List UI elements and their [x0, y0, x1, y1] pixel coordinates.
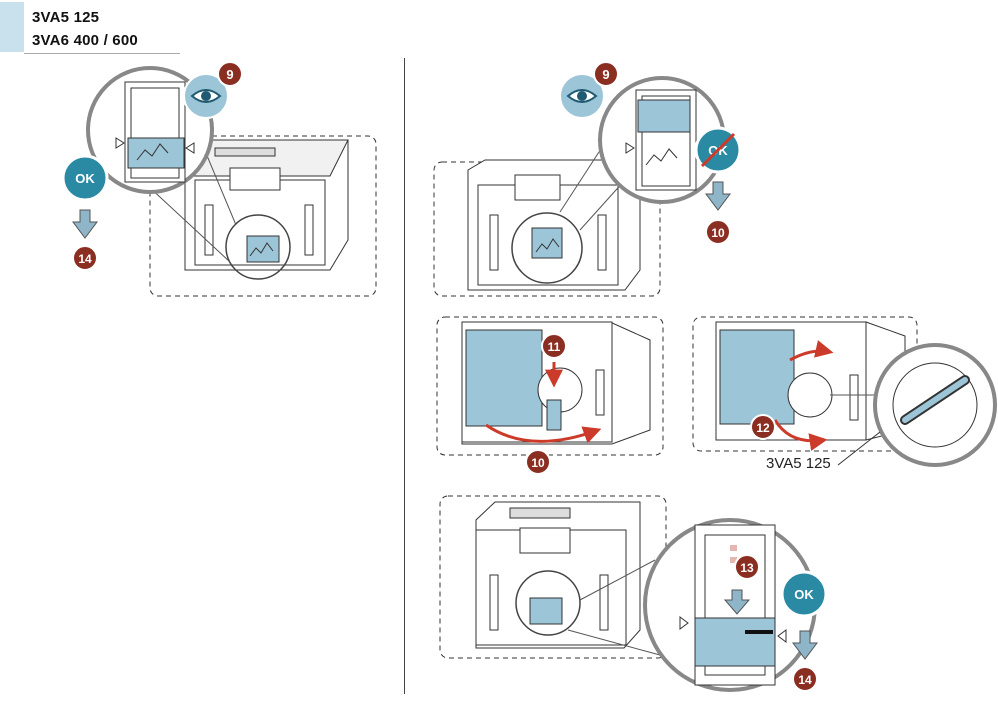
- down-arrow-icon-e1: [723, 589, 751, 615]
- step-badge-11: 11: [541, 333, 567, 359]
- step-14b-label: 14: [798, 673, 812, 687]
- step-badge-10b: 10: [525, 449, 551, 475]
- panel-b: 9 OK 10: [433, 61, 742, 297]
- panel-a: 9 OK 14: [61, 61, 377, 297]
- step-10b-label: 10: [531, 456, 545, 470]
- panel-c-frame: [436, 316, 664, 456]
- step-10a-label: 10: [711, 226, 725, 240]
- down-arrow-icon-b: [705, 181, 731, 211]
- panel-d: 12: [692, 316, 997, 467]
- rotate-arrow-icon-d2: [773, 419, 828, 451]
- zoom-view-d: [873, 343, 997, 467]
- ok-a-label: OK: [75, 171, 95, 186]
- header-model-line2: 3VA6 400 / 600: [32, 32, 138, 49]
- zoom-line-e2: [567, 629, 661, 656]
- not-ok-icon: OK: [694, 126, 742, 174]
- breaker-drawing-d: [715, 321, 906, 441]
- panel-e-frame: [439, 495, 667, 659]
- model-callout-leader: [837, 431, 881, 466]
- step-badge-13: 13: [734, 554, 760, 580]
- step-badge-14a: 14: [72, 245, 98, 271]
- step-11-label: 11: [548, 340, 561, 354]
- panel-b-frame: [433, 161, 661, 297]
- header-accent-bar: [0, 2, 24, 52]
- document-header: 3VA5 125 3VA6 400 / 600: [0, 0, 180, 54]
- panel-e: 13 OK 14: [439, 495, 828, 692]
- column-divider: [404, 58, 405, 694]
- step-12-label: 12: [756, 421, 770, 435]
- header-model-line1: 3VA5 125: [32, 9, 100, 26]
- step-badge-10a: 10: [705, 219, 731, 245]
- step-badge-14b: 14: [792, 666, 818, 692]
- rotate-arrow-icon-d1: [789, 340, 834, 362]
- breaker-drawing-b: [467, 159, 641, 291]
- step-badge-9a: 9: [217, 61, 243, 87]
- ok-badge-icon-a: OK: [61, 154, 109, 202]
- zoom-source-circle-b: [511, 212, 583, 284]
- panel-c: 11 10: [436, 316, 664, 475]
- ok-c-label: OK: [794, 587, 814, 602]
- zoom-view-b: [598, 76, 726, 204]
- eye-icon: [183, 73, 229, 119]
- zoom-source-circle-a: [225, 214, 291, 280]
- step-14a-label: 14: [78, 252, 92, 266]
- breaker-drawing-e: [475, 501, 641, 649]
- ok-badge-icon-e: OK: [780, 570, 828, 618]
- rotate-arrow-icon-c: [485, 423, 602, 444]
- model-callout-label: 3VA5 125: [766, 455, 831, 472]
- down-arrow-icon-a: [72, 209, 98, 239]
- step-badge-9b: 9: [593, 61, 619, 87]
- zoom-view-a: [86, 66, 214, 194]
- header-rule: [24, 53, 180, 54]
- step-13-label: 13: [740, 561, 754, 575]
- eye-icon: [559, 73, 605, 119]
- zoom-source-circle-e: [515, 570, 581, 636]
- down-arrow-icon-e2: [792, 630, 818, 660]
- step-badge-12: 12: [750, 414, 776, 440]
- zoom-line-e1: [579, 559, 656, 601]
- step-9b-label: 9: [602, 67, 609, 82]
- step-9a-label: 9: [226, 67, 233, 82]
- zoom-line-b1: [579, 179, 626, 231]
- breaker-drawing-a: [184, 139, 349, 271]
